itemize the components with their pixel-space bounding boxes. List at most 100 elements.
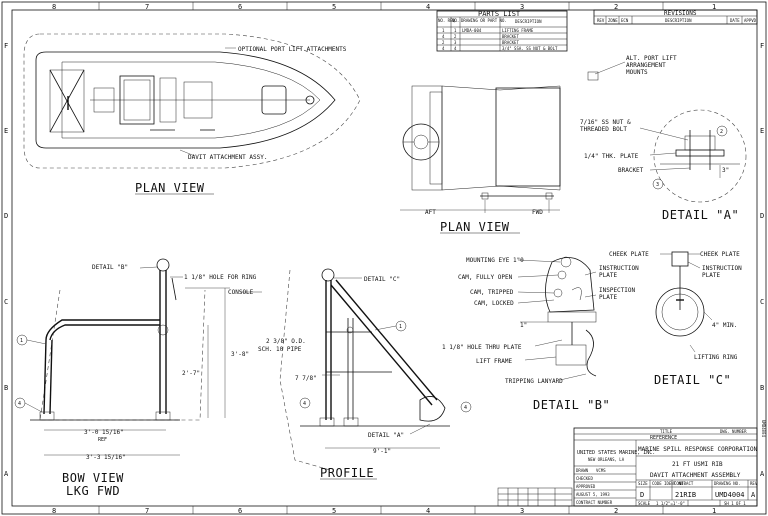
bow-view-dim-h1: 3'-8" — [231, 351, 249, 358]
plan-view-right: AFT FWD ALT. PORT LIFT ARRANGEMENT MOUNT… — [400, 55, 677, 234]
top-zone-8: 8 — [52, 3, 56, 11]
bottom-zone-8: 8 — [52, 507, 56, 515]
parts-row-1-req: 1 — [442, 28, 445, 33]
profile-pipe-line-2: SCH. 10 PIPE — [258, 346, 302, 353]
detail-c-cheek-plate-right: CHEEK PLATE — [700, 251, 740, 258]
title-block-company: MARINE SPILL RESPONSE CORPORATION — [638, 446, 758, 453]
parts-row-2-no: 2 — [454, 34, 457, 39]
profile-pipe-line-1: 2 3/8" O.D. — [266, 338, 306, 345]
profile-detail-c-callout: DETAIL "C" — [364, 276, 400, 283]
parts-row-3-no: 3 — [454, 40, 457, 45]
parts-row-2-req: 4 — [442, 34, 445, 39]
bottom-zone-labels: 8 7 6 5 4 3 2 1 — [52, 506, 716, 515]
parts-row-3-desc: BRACKET — [502, 40, 519, 45]
callout-alt-line-3: MOUNTS — [626, 69, 648, 76]
parts-row-4-desc: 3/4" SSA. SS NUT & BOLT — [502, 46, 558, 51]
title-block-date: AUGUST 5, 1993 — [576, 492, 610, 497]
detail-b-cam-tripped: CAM, TRIPPED — [470, 289, 514, 296]
detail-b-inspection-line-2: PLATE — [599, 294, 617, 301]
title-block-approved: APPROVED — [576, 484, 596, 489]
top-zone-3: 3 — [520, 3, 524, 11]
right-zone-b: B — [760, 384, 764, 392]
title-block-code-label: CODE IDENT NO. — [652, 481, 686, 486]
detail-b-instruction-line-2: PLATE — [599, 272, 617, 279]
parts-row-4-req: 4 — [442, 46, 445, 51]
detail-c-instruction-line-2: PLATE — [702, 272, 720, 279]
detail-b-title: DETAIL "B" — [533, 398, 610, 412]
parts-list: PARTS LIST NO. REQ. NO. DRAWING OR PART … — [436, 10, 568, 52]
title-block-scale: 1 1/2"=1'-0" — [656, 501, 685, 506]
title-block-sheet: SH 1 OF 1 — [724, 501, 746, 506]
right-zone-a: A — [760, 470, 765, 478]
bow-view-console-callout: CONSOLE — [228, 289, 254, 296]
plan-view-fwd-label: FWD — [532, 209, 543, 216]
detail-b-lift-frame: LIFT FRAME — [476, 358, 513, 365]
detail-c: CHEEK PLATE CHEEK PLATE INSTRUCTION PLAT… — [609, 251, 742, 387]
detail-b-dim-1: 1" — [520, 322, 527, 329]
plan-view-top-title: PLAN VIEW — [135, 181, 205, 195]
bow-view: 1 4 DETAIL "B" 1 1/8" HOLE FOR RING CONS… — [14, 258, 262, 498]
detail-c-instruction-line-1: INSTRUCTION — [702, 265, 742, 272]
plan-view-aft-label: AFT — [425, 209, 436, 216]
profile-dim-7: 7 7/8" — [295, 375, 317, 382]
bow-view-dim-w1-ref: REF — [98, 437, 107, 443]
left-zone-f: F — [4, 42, 8, 50]
detail-a-balloon-2: 2 — [720, 129, 723, 135]
detail-c-lifting-ring: LIFTING RING — [694, 354, 738, 361]
bow-view-balloon-4: 4 — [18, 401, 21, 407]
right-zone-d: D — [760, 212, 764, 220]
title-block-scale-label: SCALE — [638, 501, 651, 506]
profile-view: 4 4 1 DETAIL "C" 2 3/8" O.D. SCH. 10 PIP… — [258, 268, 472, 480]
detail-b-cam-locked: CAM, LOCKED — [474, 300, 514, 307]
right-zone-e: E — [760, 127, 764, 135]
rev-header-rev: REV — [597, 18, 605, 23]
right-zone-c: C — [760, 298, 764, 306]
plan-view-boat: OPTIONAL PORT LIFT ATTACHMENTS DAVIT ATT… — [23, 33, 361, 195]
profile-dim-len: 9'-1" — [373, 448, 391, 455]
detail-a-nut-line-1: 7/16" SS NUT & — [580, 119, 631, 126]
revisions-block: REVISIONS REV ZONE ECN DESCRIPTION DATE … — [593, 9, 758, 25]
callout-alt-line-1: ALT. PORT LIFT — [626, 55, 677, 62]
side-drawing-number: UMD4004 — [761, 420, 766, 437]
detail-a-plate: 1/4" THK. PLATE — [584, 153, 639, 160]
parts-row-3-req: 2 — [442, 40, 445, 45]
top-zone-6: 6 — [238, 3, 242, 11]
title-block-rev: A — [751, 491, 756, 499]
title-block: TITLE DWG. NUMBER REFERENCE UNITED STATE… — [573, 427, 758, 507]
parts-row-1-part: LMDA-004 — [462, 28, 482, 33]
top-zone-2: 2 — [614, 3, 618, 11]
title-block-logo-sub: NEW ORLEANS, LA — [588, 457, 625, 462]
detail-a-nut-line-2: THREADED BOLT — [580, 126, 627, 133]
detail-a: 2 3 7/16" SS NUT & THREADED BOLT 1/4" TH… — [580, 109, 747, 222]
detail-c-title: DETAIL "C" — [654, 373, 731, 387]
detail-b-instruction-line-1: INSTRUCTION — [599, 265, 639, 272]
parts-list-title: PARTS LIST — [478, 10, 521, 18]
callout-alt-line-2: ARRANGEMENT — [626, 62, 666, 69]
top-zone-4: 4 — [426, 3, 430, 11]
title-block-checked: CHECKED — [576, 476, 593, 481]
title-block-line-1: 21 FT USMI RIB — [672, 461, 723, 468]
profile-balloon-4b: 4 — [464, 405, 467, 411]
detail-b-hole-plate: 1 1/8" HOLE THRU PLATE — [442, 344, 522, 351]
left-zone-d: D — [4, 212, 8, 220]
profile-balloon-4a: 4 — [303, 401, 306, 407]
profile-title: PROFILE — [320, 466, 374, 480]
detail-b-inspection-line-1: INSPECTION — [599, 287, 636, 294]
title-block-dwg-label: DWG. NUMBER — [720, 429, 747, 434]
detail-b-mounting-eye: MOUNTING EYE 1"0 — [466, 257, 524, 264]
bottom-zone-2: 2 — [614, 507, 618, 515]
top-zone-7: 7 — [145, 3, 149, 11]
detail-c-cheek-plate-left: CHEEK PLATE — [609, 251, 649, 258]
parts-row-2-desc: BRACKET — [502, 34, 519, 39]
parts-row-4-no: 4 — [454, 46, 457, 51]
bow-view-hole-callout: 1 1/8" HOLE FOR RING — [184, 274, 257, 281]
rev-header-zone: ZONE — [608, 18, 618, 23]
detail-a-bracket: BRACKET — [618, 167, 644, 174]
title-block-drawn-by: VCMS — [596, 468, 606, 473]
left-zone-b: B — [4, 384, 8, 392]
callout-optional-port-lift: OPTIONAL PORT LIFT ATTACHMENTS — [238, 46, 347, 53]
title-block-dwg-no: UMD4004 — [715, 491, 745, 499]
title-block-drawn: DRAWN — [576, 468, 589, 473]
title-block-size-label: SIZE — [638, 481, 648, 486]
